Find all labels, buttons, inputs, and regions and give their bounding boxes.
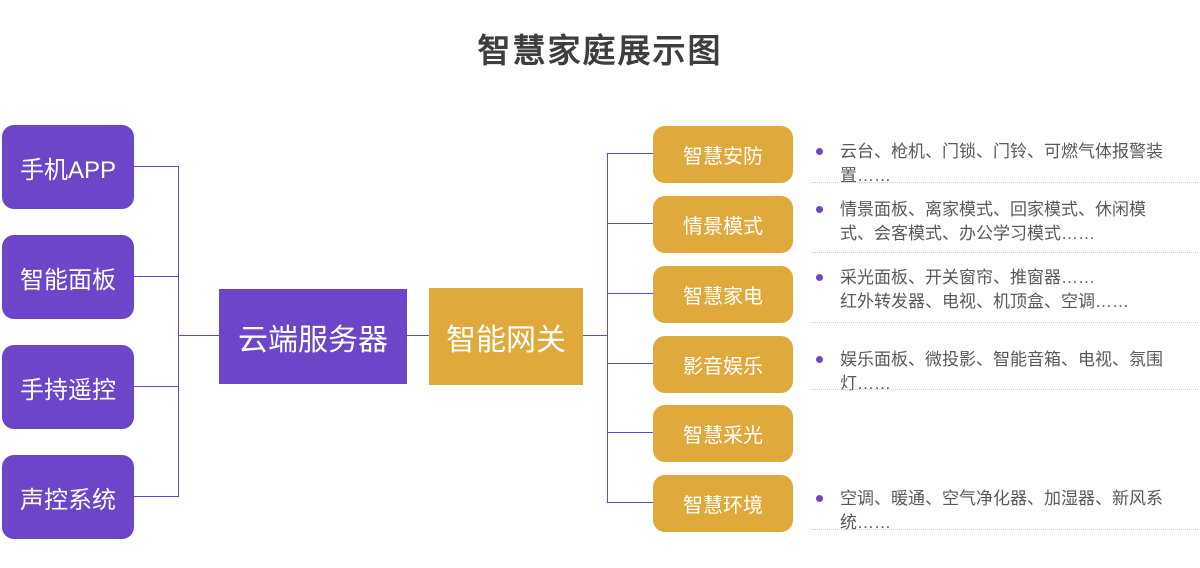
node-label: 手持遥控 <box>20 376 116 404</box>
detail-text: 情景面板、离家模式、回家模式、休闲模式、会客模式、办公学习模式…… <box>840 200 1146 243</box>
node-scene-mode: 情景模式 <box>653 196 793 253</box>
node-label: 智慧安防 <box>683 146 763 168</box>
node-label: 智慧环境 <box>683 495 763 517</box>
connector-line <box>607 223 653 224</box>
node-smart-environment: 智慧环境 <box>653 475 793 532</box>
divider <box>812 389 1198 390</box>
node-handheld-remote: 手持遥控 <box>2 345 134 429</box>
detail-row-entertainment: 娱乐面板、微投影、智能音箱、电视、氛围灯…… <box>814 348 1170 396</box>
node-smart-security: 智慧安防 <box>653 126 793 183</box>
node-label: 情景模式 <box>683 216 763 238</box>
detail-row-appliance: 采光面板、开关窗帘、推窗器…… 红外转发器、电视、机顶盒、空调…… <box>814 266 1170 314</box>
node-av-entertainment: 影音娱乐 <box>653 336 793 393</box>
bullet-icon <box>816 356 823 363</box>
connector-line <box>178 166 179 497</box>
connector-line <box>134 166 178 167</box>
node-label: 影音娱乐 <box>683 356 763 378</box>
connector-line <box>607 153 653 154</box>
node-label: 声控系统 <box>20 486 116 514</box>
bullet-icon <box>816 206 823 213</box>
detail-row-security: 云台、枪机、门锁、门铃、可燃气体报警装置…… <box>814 140 1170 188</box>
detail-row-scene-mode: 情景面板、离家模式、回家模式、休闲模式、会客模式、办公学习模式…… <box>814 198 1170 246</box>
bullet-icon <box>816 148 823 155</box>
node-smart-appliance: 智慧家电 <box>653 266 793 323</box>
node-label: 智能面板 <box>20 266 116 294</box>
node-smart-lighting: 智慧采光 <box>653 405 793 462</box>
connector-line <box>407 335 429 336</box>
connector-line <box>607 293 653 294</box>
node-cloud-server: 云端服务器 <box>219 289 407 384</box>
divider <box>812 182 1198 183</box>
node-smart-gateway: 智能网关 <box>429 288 583 385</box>
detail-text: 娱乐面板、微投影、智能音箱、电视、氛围灯…… <box>840 350 1163 393</box>
detail-text: 云台、枪机、门锁、门铃、可燃气体报警装置…… <box>840 142 1163 185</box>
detail-row-environment: 空调、暖通、空气净化器、加湿器、新风系统…… <box>814 487 1170 535</box>
node-label: 手机APP <box>19 156 117 184</box>
connector-line <box>134 496 178 497</box>
node-label: 云端服务器 <box>238 323 388 357</box>
detail-text: 空调、暖通、空气净化器、加湿器、新风系统…… <box>840 489 1163 532</box>
node-mobile-app: 手机APP <box>2 125 134 209</box>
connector-line <box>134 276 178 277</box>
connector-line <box>607 432 653 433</box>
detail-text: 采光面板、开关窗帘、推窗器…… <box>840 268 1095 287</box>
detail-text: 红外转发器、电视、机顶盒、空调…… <box>840 292 1129 311</box>
node-label: 智慧家电 <box>683 286 763 308</box>
connector-line <box>607 363 653 364</box>
node-smart-panel: 智能面板 <box>2 235 134 319</box>
bullet-icon <box>816 495 823 502</box>
connector-line <box>178 335 219 336</box>
divider <box>812 322 1198 323</box>
connector-line <box>134 386 178 387</box>
connector-line <box>607 502 653 503</box>
connector-line <box>583 335 607 336</box>
node-label: 智慧采光 <box>683 425 763 447</box>
divider <box>812 529 1198 530</box>
connector-line <box>607 154 608 503</box>
node-label: 智能网关 <box>446 323 566 357</box>
node-voice-control: 声控系统 <box>2 455 134 539</box>
diagram-title: 智慧家庭展示图 <box>477 32 723 69</box>
bullet-icon <box>816 274 823 281</box>
divider <box>812 252 1198 253</box>
